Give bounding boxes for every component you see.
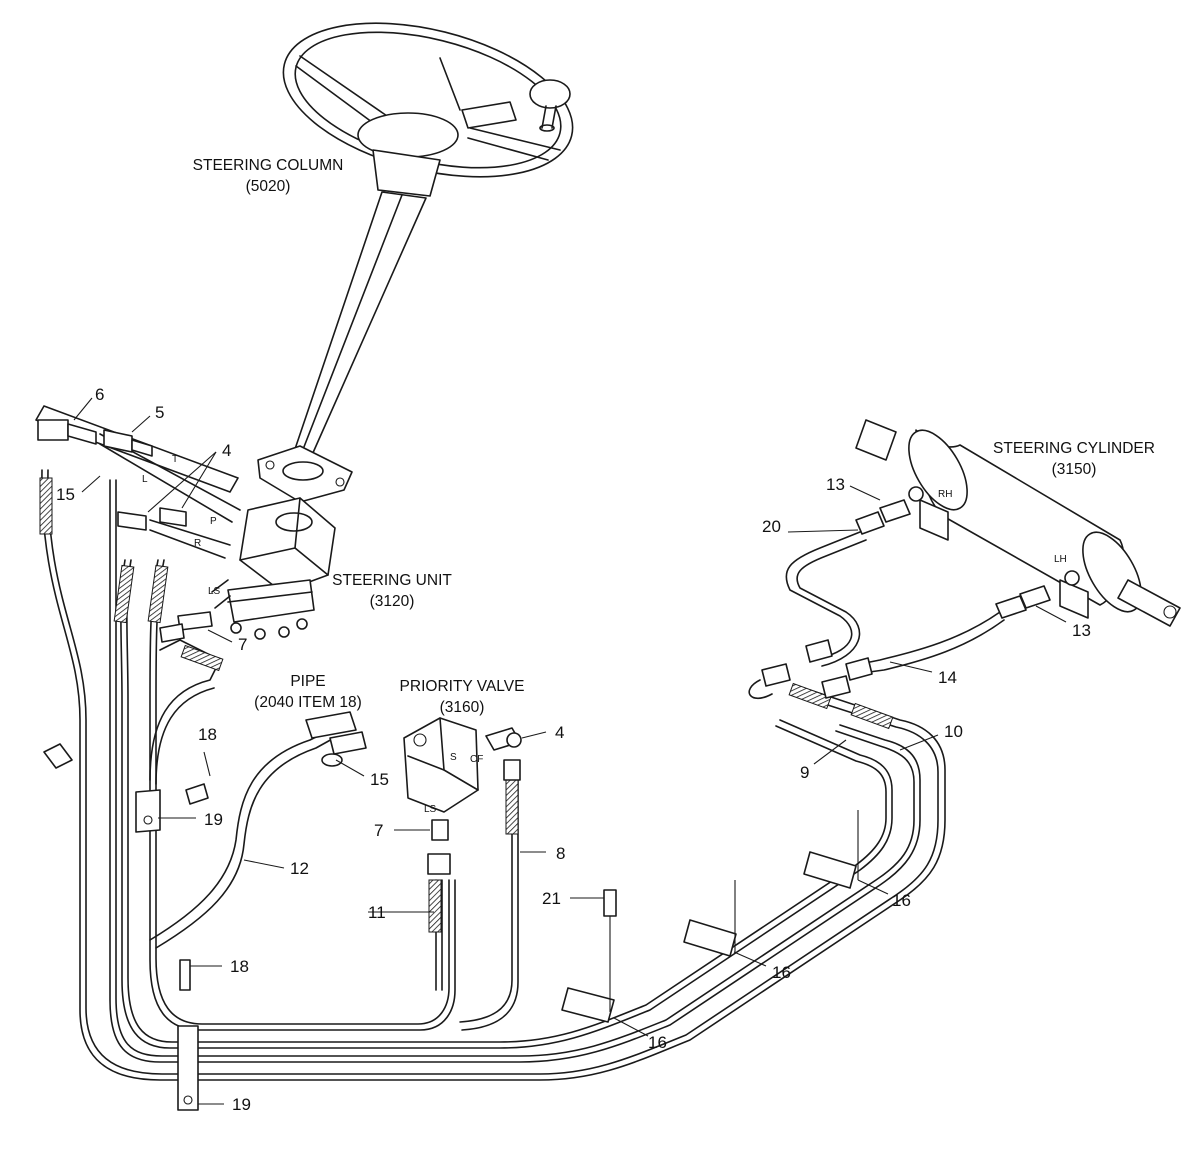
steering-unit-title: STEERING UNIT	[332, 572, 452, 589]
callout-9: 9	[800, 763, 809, 782]
hoses	[39, 469, 946, 1081]
callout-13-top: 13	[826, 475, 845, 494]
steering-column-title: STEERING COLUMN	[193, 157, 344, 174]
callout-21: 21	[542, 889, 561, 908]
steering-unit-code: (3120)	[370, 593, 415, 610]
callout-16-right: 16	[892, 891, 911, 910]
port-rh: RH	[938, 489, 952, 500]
callout-15-unit: 15	[56, 485, 75, 504]
steering-column-assembly	[257, 22, 574, 503]
pipe-fitting	[305, 711, 367, 767]
callout-10: 10	[944, 722, 963, 741]
callout-18-upper: 18	[198, 725, 217, 744]
callout-12: 12	[290, 859, 309, 878]
callout-16-middle: 16	[772, 963, 791, 982]
steering-cylinder-code: (3150)	[1052, 461, 1097, 478]
steel-pipes	[748, 499, 1051, 700]
callout-5: 5	[155, 403, 164, 422]
steering-cylinder-title: STEERING CYLINDER	[993, 440, 1155, 457]
callout-19-upper: 19	[204, 810, 223, 829]
clamps	[43, 743, 859, 1111]
pipe-code: (2040 ITEM 18)	[254, 694, 362, 711]
port-r: R	[194, 538, 201, 549]
callout-20: 20	[762, 517, 781, 536]
callout-numbers: 6 5 4 15 7 20 13 13 14 10 9 4 15 7 8 12 …	[56, 385, 1091, 1114]
callout-7-valve: 7	[374, 821, 383, 840]
port-ls-valve: LS	[424, 804, 437, 815]
pipe-title: PIPE	[290, 673, 325, 690]
callout-8: 8	[556, 844, 565, 863]
port-l: L	[142, 474, 148, 485]
callout-4-unit: 4	[222, 441, 231, 460]
steering-column-code: (5020)	[246, 178, 291, 195]
priority-valve	[403, 717, 522, 875]
callout-16-left: 16	[648, 1033, 667, 1052]
port-t: T	[172, 454, 178, 465]
port-lh: LH	[1054, 554, 1067, 565]
manifold-lines	[35, 405, 241, 643]
component-titles: STEERING COLUMN (5020) STEERING UNIT (31…	[193, 157, 1155, 716]
port-cf: CF	[470, 754, 483, 765]
callout-14: 14	[938, 668, 957, 687]
priority-valve-title: PRIORITY VALVE	[400, 678, 525, 695]
steering-cylinder	[855, 419, 1181, 627]
callout-18-lower: 18	[230, 957, 249, 976]
leader-lines	[73, 397, 1067, 1105]
callout-13-bottom: 13	[1072, 621, 1091, 640]
priority-valve-code: (3160)	[440, 699, 485, 716]
port-ls-unit: LS	[208, 586, 221, 597]
callout-15-pipe: 15	[370, 770, 389, 789]
port-markings: T L P R LS RH LH LS CF S	[142, 454, 1067, 815]
port-p: P	[210, 516, 217, 527]
callout-19-lower: 19	[232, 1095, 251, 1114]
callout-11: 11	[368, 903, 386, 922]
callout-7-unit: 7	[238, 635, 247, 654]
callout-4-valve: 4	[555, 723, 564, 742]
port-s: S	[450, 752, 457, 763]
steering-unit	[211, 497, 336, 640]
callout-6: 6	[95, 385, 104, 404]
